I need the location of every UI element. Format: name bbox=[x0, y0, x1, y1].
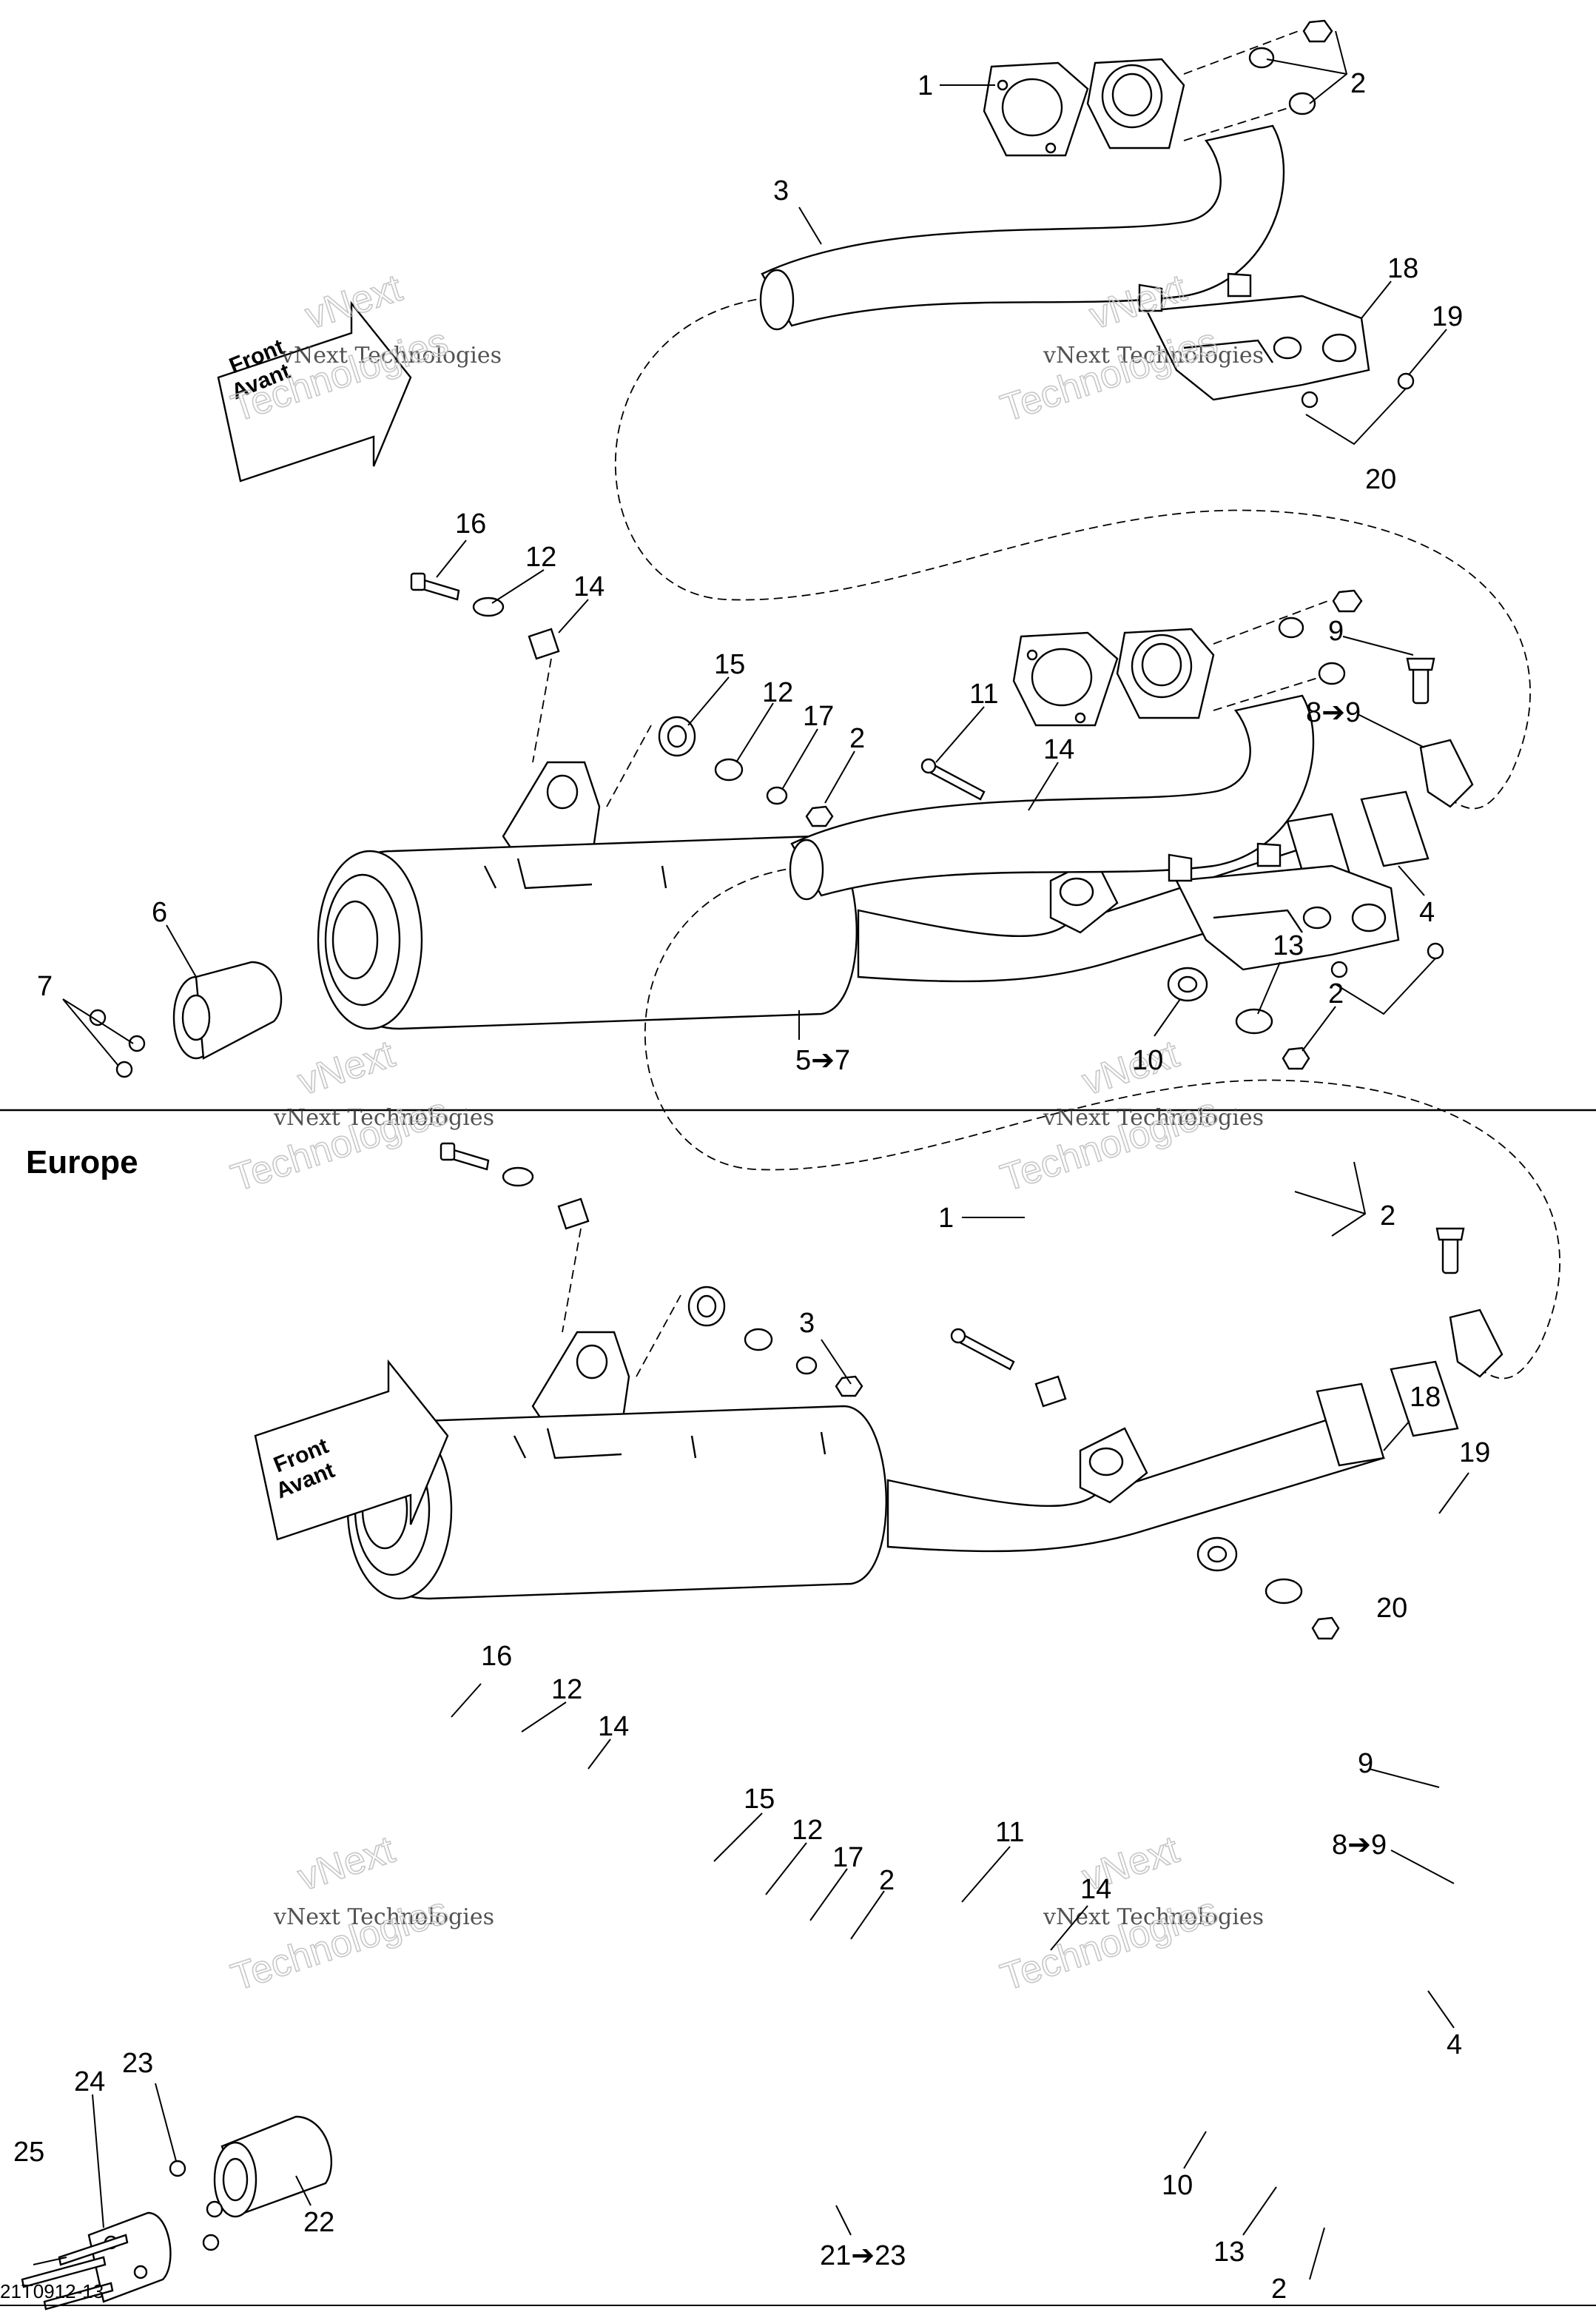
watermark-text: vNext Technologies bbox=[273, 1904, 494, 1930]
callout-label: 3 bbox=[773, 175, 789, 206]
callout-label: 17 bbox=[803, 701, 834, 732]
watermark-outline: vNext bbox=[293, 1032, 400, 1103]
callout-label: 9 bbox=[1358, 1748, 1373, 1779]
callout-label: 12 bbox=[762, 677, 793, 708]
callout-label: 12 bbox=[792, 1815, 823, 1846]
callout-label: 19 bbox=[1459, 1437, 1490, 1468]
callout-label: 15 bbox=[744, 1784, 775, 1815]
callout-label: 2 bbox=[1328, 978, 1344, 1009]
watermark-outline: vNext bbox=[1077, 1032, 1185, 1103]
callout-label: 11 bbox=[969, 679, 998, 710]
top-assembly bbox=[89, 19, 1532, 1078]
callout-label: 12 bbox=[525, 542, 556, 573]
watermark-text: vNext Technologies bbox=[1043, 1105, 1264, 1131]
callout-label: 24 bbox=[74, 2066, 105, 2097]
region-label: Europe bbox=[26, 1144, 138, 1180]
callout-label: 2 bbox=[1271, 2274, 1287, 2305]
callout-label: 5➔7 bbox=[795, 1045, 850, 1076]
watermark-outline: vNext bbox=[293, 1828, 400, 1899]
callout-label: 18 bbox=[1387, 253, 1418, 284]
callout-label: 14 bbox=[1080, 1874, 1111, 1905]
callout-label: 21➔23 bbox=[820, 2240, 906, 2271]
end-cap-22 bbox=[21, 2115, 333, 2311]
callout-label: 8➔9 bbox=[1332, 1830, 1387, 1861]
callout-label: 17 bbox=[832, 1842, 863, 1873]
callout-label: 3 bbox=[799, 1308, 815, 1339]
callout-label: 2 bbox=[1350, 68, 1366, 99]
callout-label: 8➔9 bbox=[1306, 697, 1361, 728]
watermark-text: vNext Technologies bbox=[280, 343, 502, 369]
callout-label: 23 bbox=[122, 2048, 153, 2079]
watermarks: vNext Technologies vNext Technologies vN… bbox=[226, 266, 1264, 2000]
watermark-text: vNext Technologies bbox=[1043, 1904, 1264, 1930]
callout-label: 7 bbox=[37, 971, 53, 1002]
callout-label: 6 bbox=[152, 897, 167, 928]
callout-label: 1 bbox=[917, 70, 933, 101]
drawing-code: 21T0912-13 bbox=[0, 2280, 104, 2302]
callout-label: 13 bbox=[1213, 2237, 1245, 2268]
callout-label: 19 bbox=[1432, 301, 1463, 332]
callout-label: 1 bbox=[938, 1203, 954, 1234]
bottom-assembly bbox=[21, 589, 1561, 2311]
callout-label: 2 bbox=[1380, 1200, 1395, 1232]
callout-label: 20 bbox=[1376, 1593, 1407, 1624]
bottom-leaders bbox=[33, 1161, 1469, 2280]
callout-label: 14 bbox=[598, 1711, 629, 1742]
bottom-callouts: 1 2 3 18 19 20 16 12 14 15 12 17 2 11 14… bbox=[13, 1200, 1490, 2305]
callout-label: 16 bbox=[481, 1641, 512, 1672]
callout-label: 10 bbox=[1132, 1045, 1163, 1076]
callout-label: 11 bbox=[995, 1817, 1024, 1848]
watermark-text: vNext Technologies bbox=[273, 1105, 494, 1131]
watermark-text: vNext Technologies bbox=[1043, 343, 1264, 369]
callout-label: 14 bbox=[573, 571, 605, 602]
callout-label: 18 bbox=[1410, 1382, 1441, 1413]
callout-label: 15 bbox=[714, 649, 745, 680]
callout-label: 22 bbox=[303, 2207, 334, 2238]
callout-label: 9 bbox=[1328, 616, 1344, 647]
end-cap-6 bbox=[89, 961, 283, 1078]
top-callouts: 1 2 3 18 19 20 16 12 14 15 12 17 2 11 14… bbox=[37, 68, 1463, 1076]
callout-label: 2 bbox=[879, 1865, 895, 1896]
callout-label: 20 bbox=[1365, 464, 1396, 495]
callout-label: 12 bbox=[551, 1674, 582, 1705]
callout-label: 25 bbox=[13, 2137, 44, 2168]
top-leaders bbox=[62, 30, 1447, 1066]
callout-label: 14 bbox=[1043, 734, 1074, 765]
callout-label: 4 bbox=[1447, 2029, 1462, 2060]
callout-label: 16 bbox=[455, 508, 486, 540]
callout-label: 13 bbox=[1273, 930, 1304, 961]
callout-label: 2 bbox=[849, 723, 865, 754]
callout-label: 10 bbox=[1162, 2170, 1193, 2201]
callout-label: 4 bbox=[1419, 897, 1435, 928]
